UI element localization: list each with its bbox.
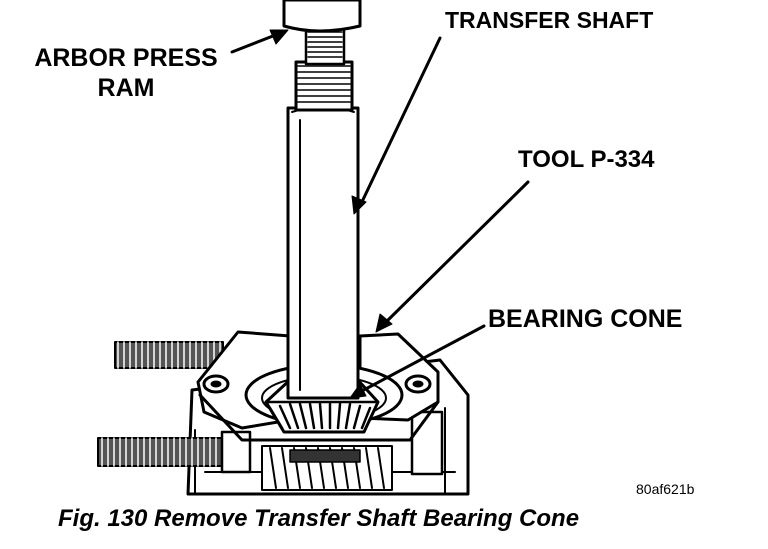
label-arbor-line1: ARBOR PRESS	[34, 44, 218, 72]
leader-arrow-transfer-shaft	[351, 36, 442, 215]
leader-arrow-arbor	[230, 29, 289, 54]
bolt-upper	[114, 341, 224, 369]
figure-code: 80af621b	[636, 481, 695, 497]
arbor-press-ram	[282, 0, 362, 33]
label-transfer-shaft: TRANSFER SHAFT	[445, 7, 654, 33]
label-arbor-press-ram: ARBOR PRESS RAM	[27, 46, 225, 101]
label-tool: TOOL P-334	[518, 146, 655, 173]
figure-caption: Fig. 130 Remove Transfer Shaft Bearing C…	[58, 505, 580, 532]
leader-arrow-tool	[375, 180, 530, 333]
transfer-shaft	[286, 26, 360, 400]
leader-arrow-bearing-cone	[349, 324, 486, 399]
label-arbor-line2: RAM	[97, 74, 155, 102]
bolt-lower	[97, 410, 444, 476]
label-bearing-cone: BEARING CONE	[488, 305, 683, 333]
gear-teeth	[261, 445, 393, 491]
